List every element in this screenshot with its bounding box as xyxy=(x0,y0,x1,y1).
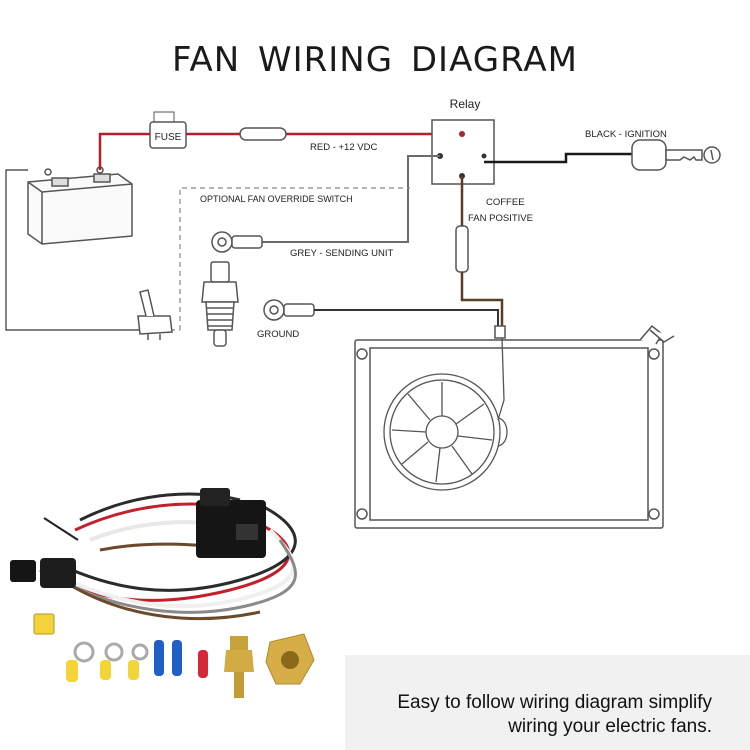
red-wire-battery xyxy=(98,132,150,170)
relay-label: Relay xyxy=(450,97,481,111)
override-switch-wire xyxy=(179,187,410,330)
connector-photo-icon xyxy=(10,558,76,588)
ring-terminal-sending-icon xyxy=(211,231,263,253)
inline-connector-icon xyxy=(239,127,287,141)
caption-line-2: wiring your electric fans. xyxy=(508,716,712,737)
ground-wire-battery xyxy=(5,169,140,331)
toggle-switch-icon xyxy=(137,289,173,340)
terminals-photo-icon xyxy=(66,640,208,682)
grey-wire xyxy=(262,155,440,243)
relay-photo-icon xyxy=(196,488,266,558)
battery-icon xyxy=(27,166,133,245)
blade-fuse-icon xyxy=(33,613,55,635)
black-wire xyxy=(484,152,640,164)
coffee-label: COFFEE xyxy=(486,197,525,208)
fuse-label: FUSE xyxy=(155,132,182,143)
caption-line-1: Easy to follow wiring diagram simplify xyxy=(397,692,712,713)
red-wire-label: RED - +12 VDC xyxy=(310,142,377,153)
fan-icon xyxy=(383,373,508,491)
diagram-title: FAN WIRING DIAGRAM xyxy=(172,40,578,80)
override-switch-label: OPTIONAL FAN OVERRIDE SWITCH xyxy=(200,194,353,204)
inline-fuse-coffee-icon xyxy=(455,225,469,273)
caption-panel: Easy to follow wiring diagram simplify w… xyxy=(345,655,750,750)
ground-wire xyxy=(314,309,499,328)
relay-icon xyxy=(431,119,495,185)
black-wire-label: BLACK - IGNITION xyxy=(585,129,667,140)
ignition-key-icon xyxy=(631,139,721,171)
caption: Easy to follow wiring diagram simplify w… xyxy=(397,691,712,739)
fan-lead-wire xyxy=(497,337,505,421)
brass-fittings-icon xyxy=(224,633,315,698)
radiator-icon xyxy=(354,324,675,529)
fan-positive-label: FAN POSITIVE xyxy=(468,213,533,224)
ring-terminal-ground-icon xyxy=(263,299,315,321)
fuse-icon xyxy=(149,111,187,149)
ground-label: GROUND xyxy=(257,329,299,340)
sending-unit-icon xyxy=(201,261,239,347)
grey-wire-label: GREY - SENDING UNIT xyxy=(290,248,393,259)
coffee-wire-lower xyxy=(460,272,504,330)
